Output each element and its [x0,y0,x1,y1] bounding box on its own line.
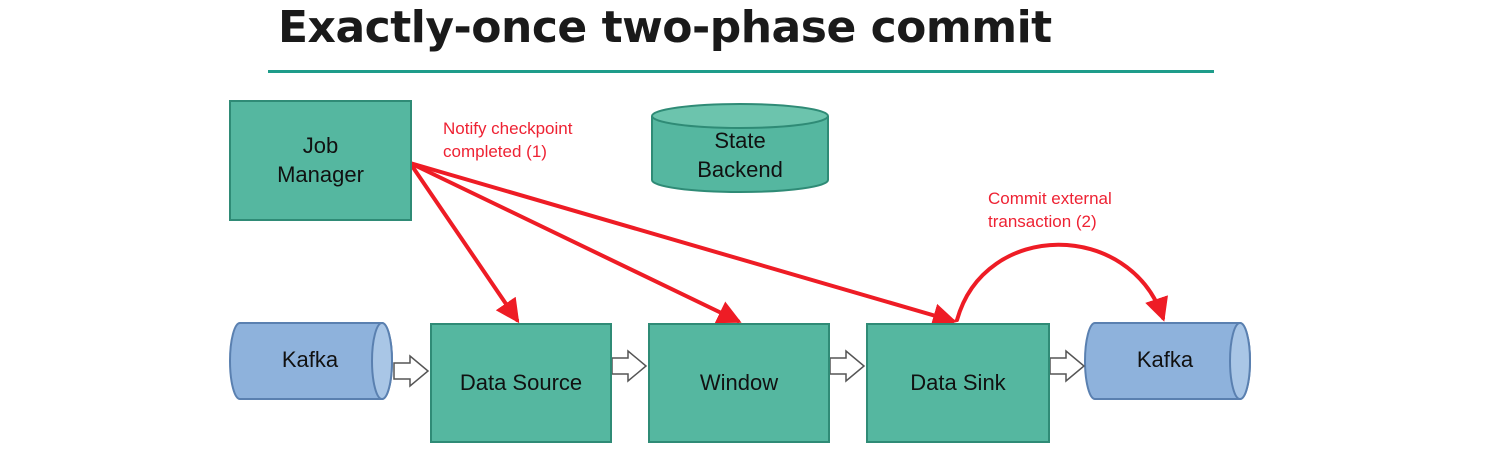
notify-arrow-data-sink [408,161,957,327]
kafka-source-node [229,322,393,400]
state-backend-label: State Backend [697,128,783,182]
flow-arrow-window-to-sink [829,349,866,383]
flow-arrow-source-to-window [611,349,648,383]
notify-annotation: Notify checkpoint completed (1) [443,119,573,161]
commit-annotation: Commit external transaction (2) [988,189,1112,231]
notify-arrow-window [408,161,742,324]
page-title: Exactly-once two-phase commit [278,2,1052,53]
state-backend-node [651,103,829,193]
notify-arrow-data-source [408,161,520,324]
flow-arrow-kafka-to-source [393,354,430,388]
window-node: Window [648,323,830,443]
commit-arrow-kafka [955,242,1168,322]
kafka-sink-node [1084,322,1251,400]
data-sink-node: Data Sink [866,323,1050,443]
title-underline [268,70,1214,73]
data-source-node: Data Source [430,323,612,443]
kafka-sink-label: Kafka [1136,346,1194,372]
job-manager-node: Job Manager [229,100,412,221]
kafka-source-label: Kafka [281,346,339,372]
flow-arrow-sink-to-kafka [1049,349,1086,383]
